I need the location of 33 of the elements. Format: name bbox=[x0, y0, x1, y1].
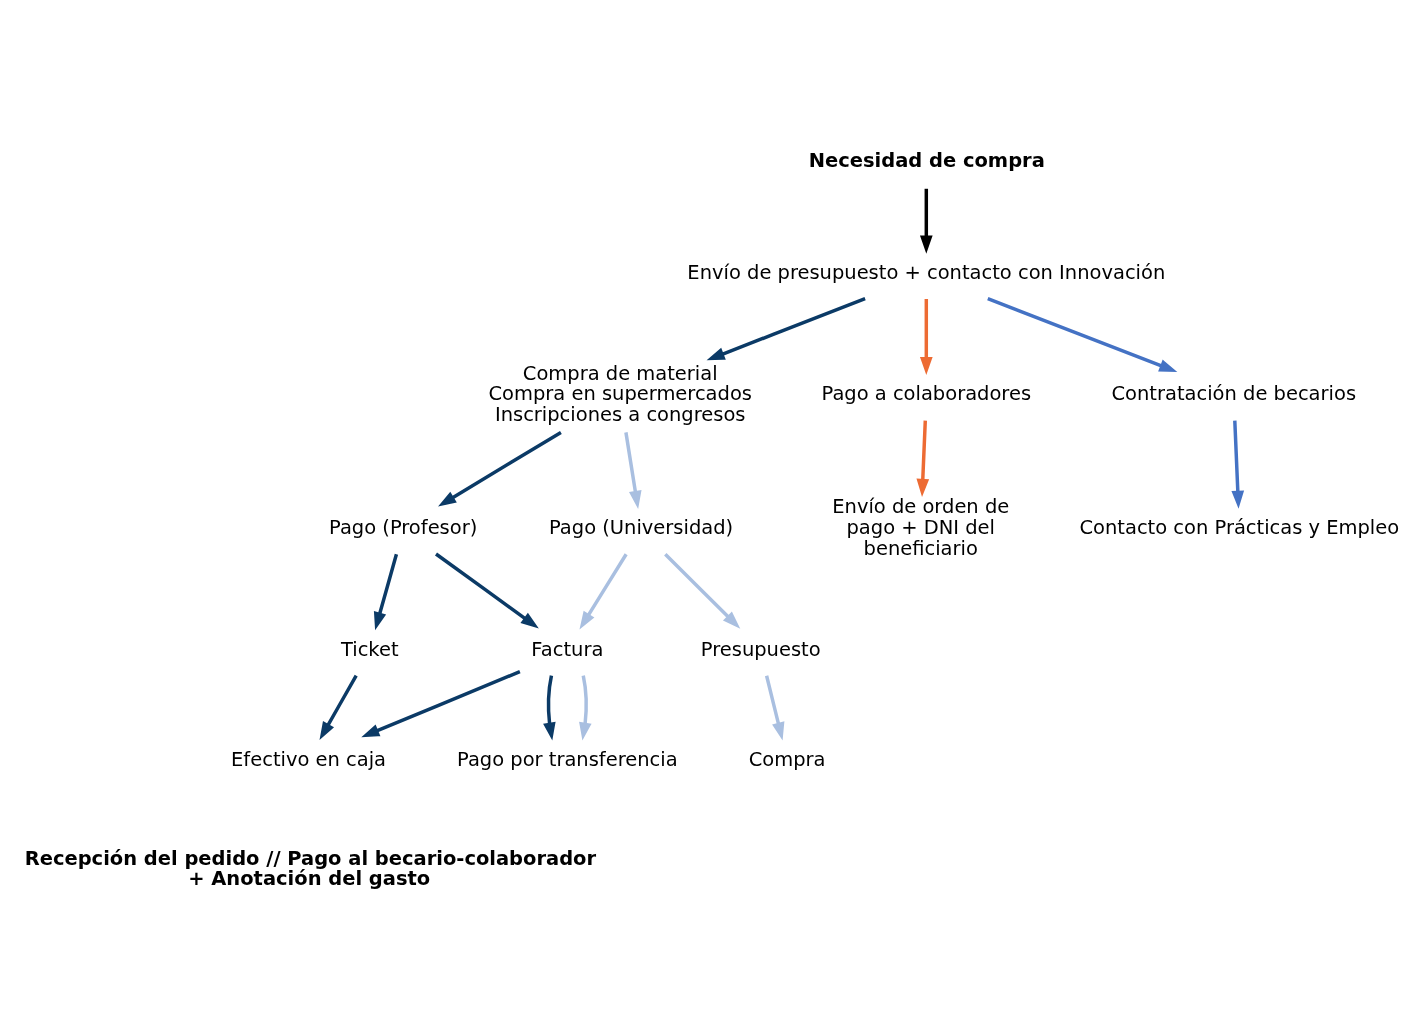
arrow bbox=[916, 420, 930, 497]
node-text: Contacto con Prácticas y Empleo bbox=[1079, 515, 1400, 539]
arrow bbox=[764, 674, 785, 740]
arrow bbox=[319, 674, 358, 740]
arrow bbox=[987, 296, 1178, 372]
arrow bbox=[706, 296, 866, 360]
arrow bbox=[624, 431, 642, 509]
node-text: Recepción del pedido // Pago al becario-colaborador + Anotación del gasto bbox=[24, 846, 597, 890]
node-text: Pago a colaboradores bbox=[821, 381, 1032, 405]
node-text: Contratación de becarios bbox=[1111, 381, 1357, 405]
node-text: Pago por transferencia bbox=[457, 747, 678, 771]
arrow bbox=[361, 669, 521, 737]
arrow bbox=[373, 553, 399, 630]
arrow bbox=[919, 298, 933, 375]
node-text: Pago (Profesor) bbox=[329, 515, 478, 539]
node-text: Presupuesto bbox=[700, 637, 821, 661]
node-text: Compra de material Compra en supermercados Inscripciones a congresos bbox=[488, 361, 752, 426]
node-text: Factura bbox=[531, 637, 604, 661]
node-text: Compra bbox=[748, 747, 826, 771]
arrow bbox=[543, 674, 556, 741]
arrow bbox=[435, 552, 539, 628]
node-text: Ticket bbox=[340, 637, 399, 661]
arrow bbox=[1231, 420, 1245, 509]
node-text: Pago (Universidad) bbox=[549, 515, 734, 539]
node-text: Envío de presupuesto + contacto con Innovación bbox=[687, 260, 1166, 284]
arrow bbox=[579, 674, 592, 741]
node-text: Necesidad de compra bbox=[808, 148, 1045, 172]
node-text: Envío de orden de pago + DNI del beneficiario bbox=[832, 494, 1010, 560]
node-text: Efectivo en caja bbox=[231, 747, 387, 771]
arrow bbox=[438, 430, 562, 506]
arrow bbox=[664, 552, 741, 629]
arrow bbox=[579, 552, 628, 630]
arrow bbox=[919, 188, 933, 254]
